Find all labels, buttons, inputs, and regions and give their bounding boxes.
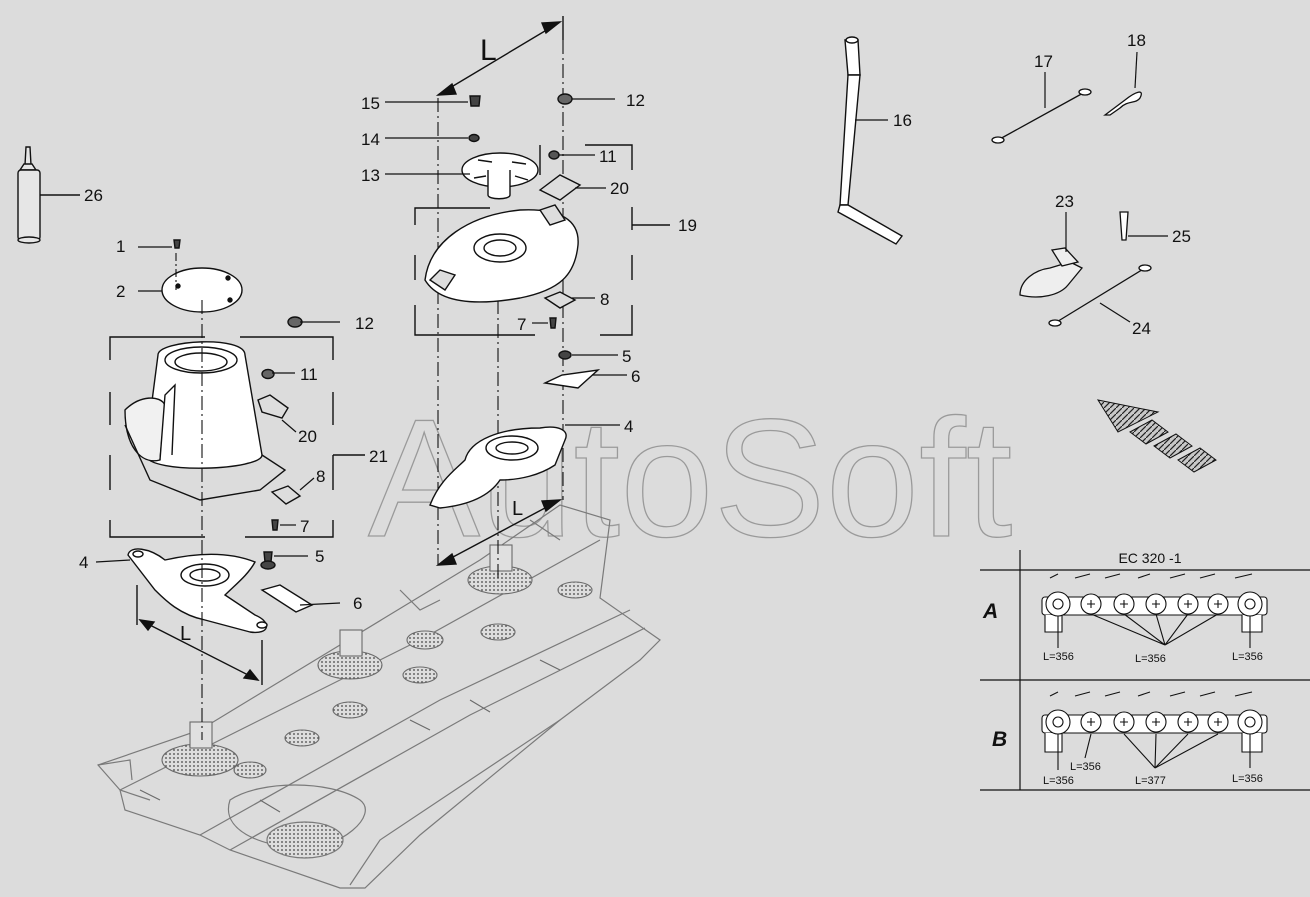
callout-26: 26 <box>84 186 103 205</box>
callout-4: 4 <box>79 553 88 572</box>
callout-4: 4 <box>624 417 633 436</box>
dimension-label: L <box>512 498 523 520</box>
callout-7: 7 <box>517 315 526 334</box>
grease-cartridge <box>17 146 80 244</box>
callout-labels: 1 2 4 5 6 7 8 11 12 20 21 15 14 13 12 11… <box>79 31 1191 645</box>
callout-1: 1 <box>116 237 125 256</box>
row-b-label: B <box>992 728 1007 751</box>
callout-2: 2 <box>116 282 125 301</box>
callout-13: 13 <box>361 166 380 185</box>
dimension-label: L <box>180 623 191 645</box>
callout-5: 5 <box>315 547 324 566</box>
callout-6: 6 <box>353 594 362 613</box>
row-a-label: A <box>982 600 998 623</box>
callout-5: 5 <box>622 347 631 366</box>
row-a-left: L=356 <box>1043 651 1074 663</box>
row-b-mower <box>1041 691 1268 770</box>
callout-24: 24 <box>1132 319 1151 338</box>
callout-19: 19 <box>678 216 697 235</box>
callout-11: 11 <box>300 365 318 384</box>
callout-7: 7 <box>300 517 309 536</box>
row-a-middle: L=356 <box>1135 653 1166 665</box>
spanner-tool <box>837 36 904 245</box>
callout-18: 18 <box>1127 31 1146 50</box>
callout-20: 20 <box>298 427 317 446</box>
callout-25: 25 <box>1172 227 1191 246</box>
leader-lines <box>95 51 1168 606</box>
row-b-left: L=356 <box>1043 775 1074 787</box>
callout-21: 21 <box>369 447 388 466</box>
table-title: EC 320 -1 <box>1118 550 1181 566</box>
small-parts <box>991 88 1152 327</box>
config-table: EC 320 -1 A B L=356 L=356 L=356 <box>980 550 1310 791</box>
callout-16: 16 <box>893 111 912 130</box>
callout-15: 15 <box>361 94 380 113</box>
callout-11: 11 <box>599 147 617 166</box>
callout-12: 12 <box>355 314 374 333</box>
callout-12: 12 <box>626 91 645 110</box>
row-a-mower <box>1041 573 1268 648</box>
direction-arrow <box>1096 399 1217 473</box>
right-assembly <box>414 16 670 580</box>
row-a-right: L=356 <box>1232 651 1263 663</box>
callout-8: 8 <box>316 467 325 486</box>
row-b-right: L=356 <box>1232 773 1263 785</box>
callout-23: 23 <box>1055 192 1074 211</box>
callout-14: 14 <box>361 130 380 149</box>
row-b-middle: L=377 <box>1135 775 1166 787</box>
callout-20: 20 <box>610 179 629 198</box>
row-b-left2: L=356 <box>1070 761 1101 773</box>
callout-8: 8 <box>600 290 609 309</box>
callout-6: 6 <box>631 367 640 386</box>
disc-gears <box>139 544 593 813</box>
dimension-label: L <box>480 34 497 67</box>
left-assembly <box>109 239 365 740</box>
callout-17: 17 <box>1034 52 1053 71</box>
